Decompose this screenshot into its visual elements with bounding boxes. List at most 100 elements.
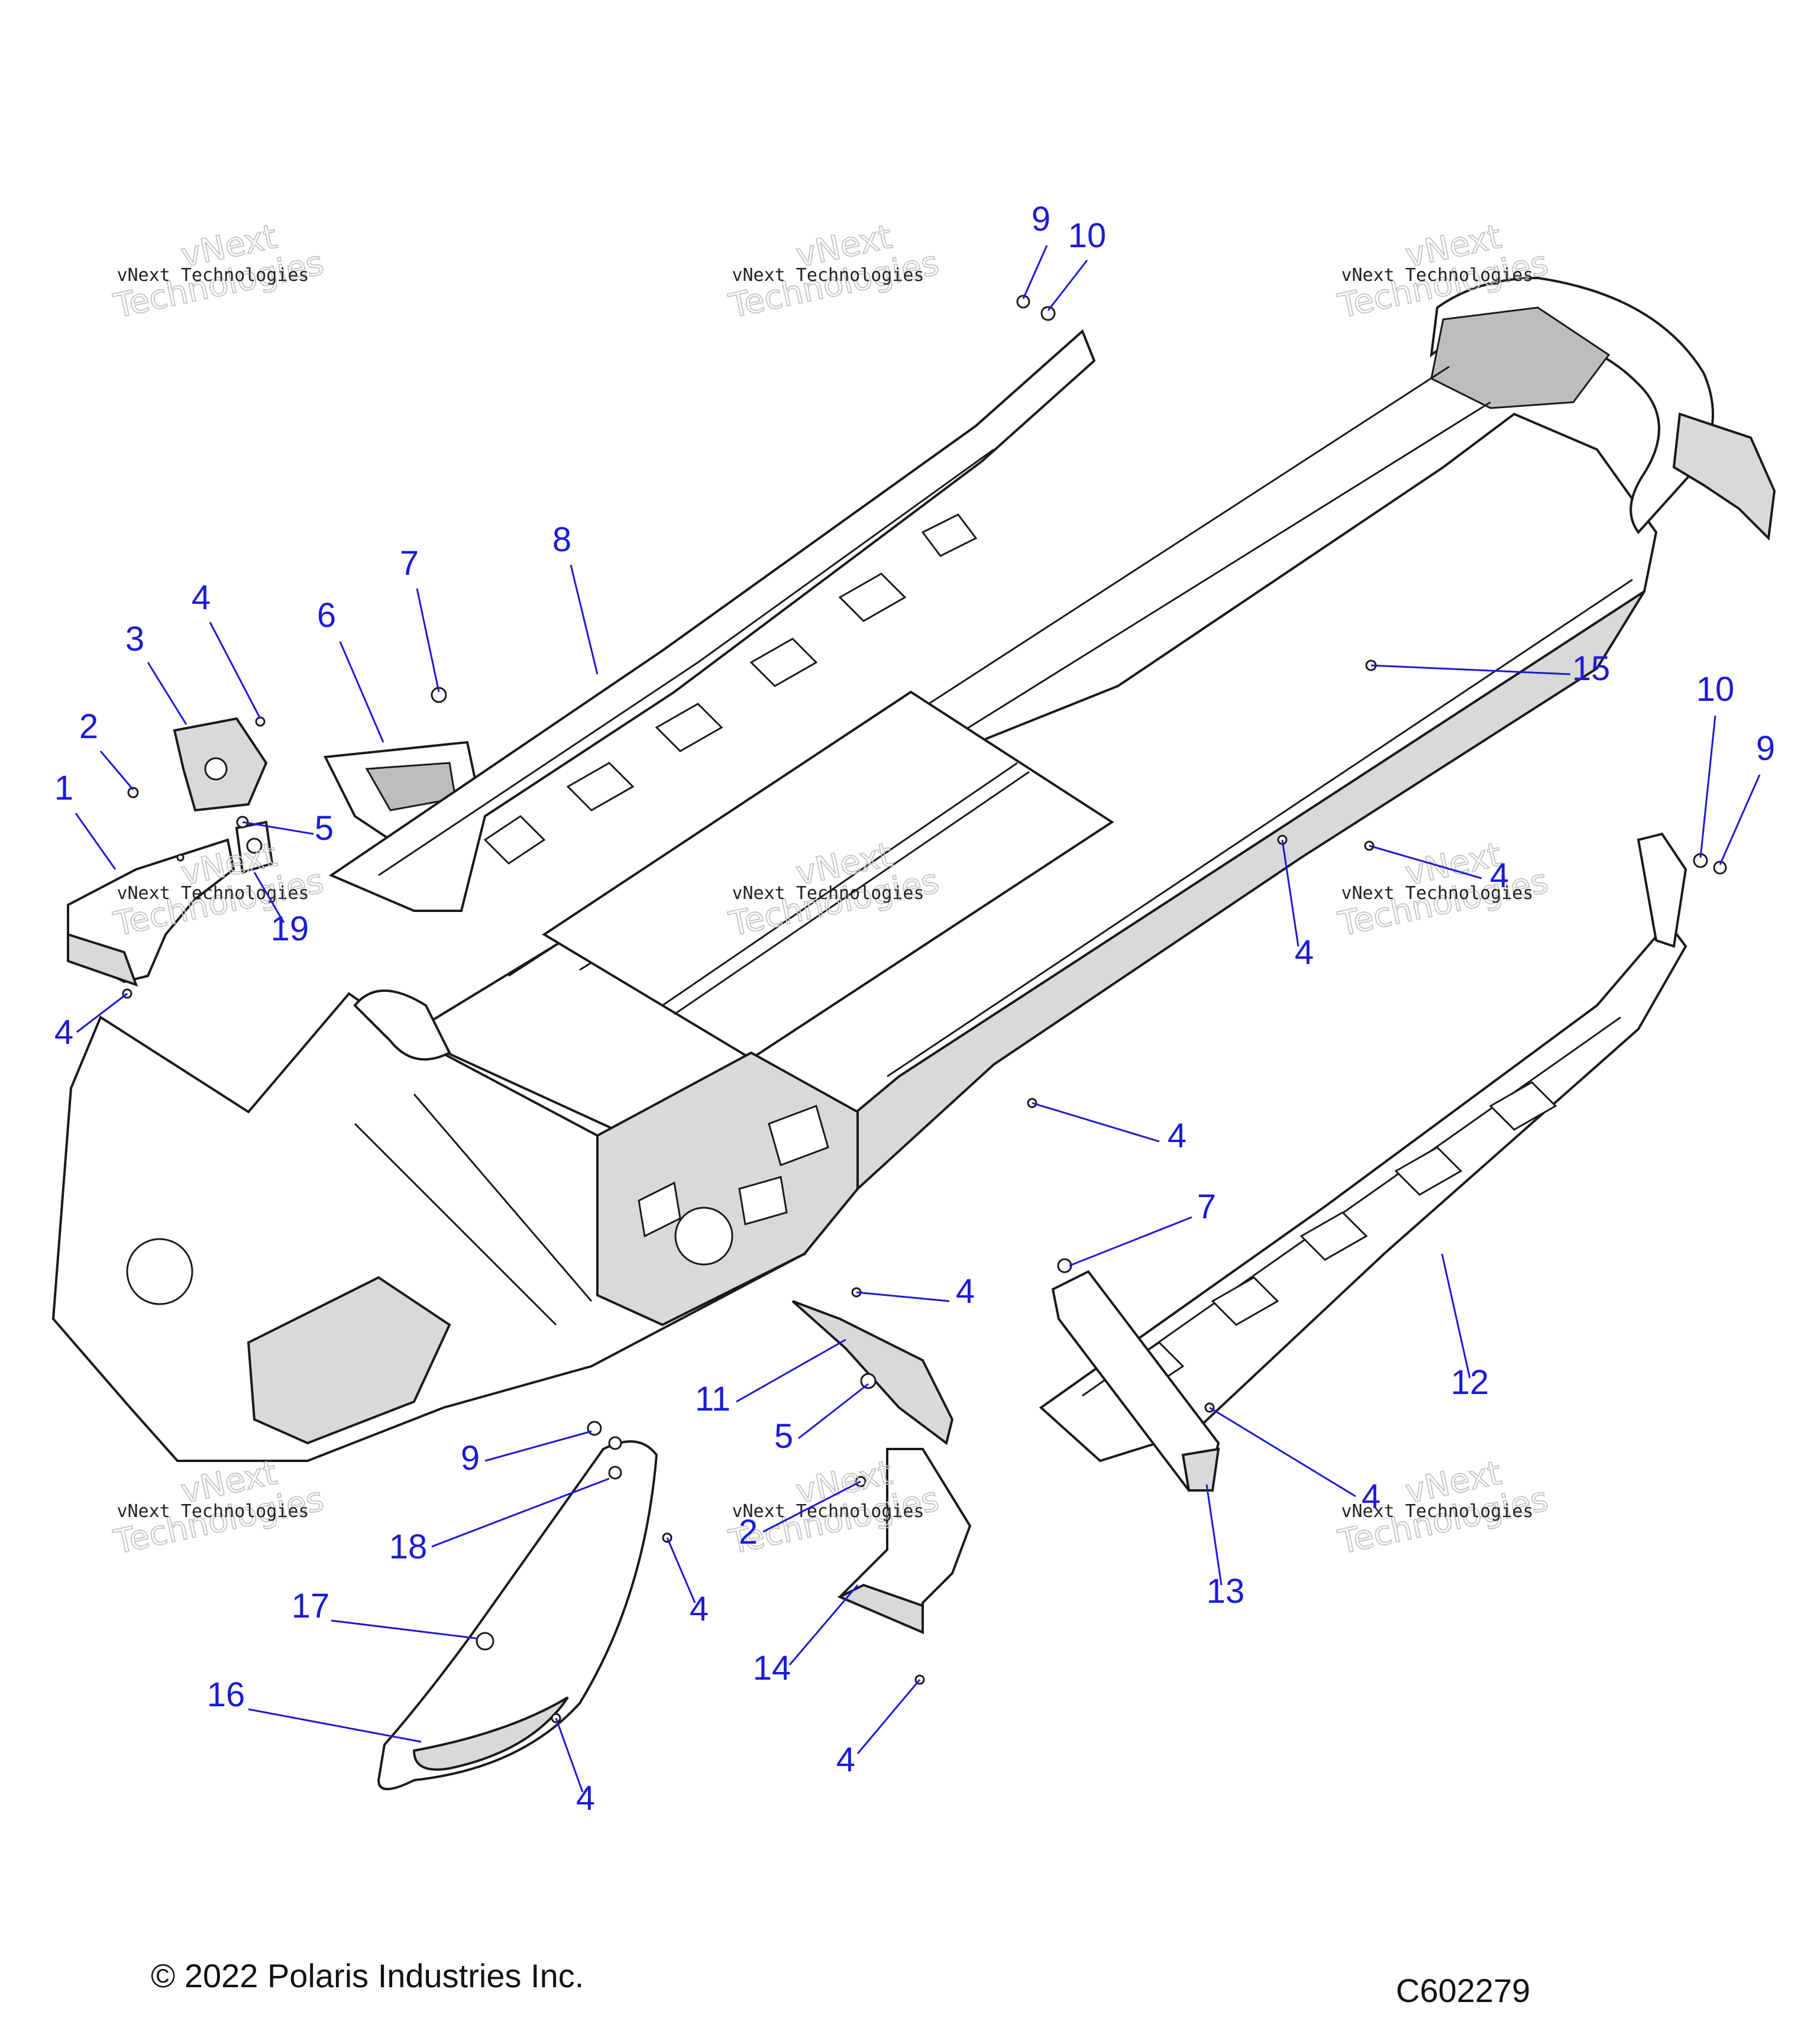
watermark-text: vNext Technologies bbox=[732, 265, 924, 286]
fastener-9b bbox=[1713, 861, 1727, 875]
callout-c9a: 9 bbox=[1032, 200, 1050, 238]
side-plate-cutout-1 bbox=[768, 1105, 829, 1166]
heat-exchanger-cover bbox=[542, 690, 1114, 1060]
leader-line-c1 bbox=[75, 813, 117, 870]
callout-c6: 6 bbox=[317, 596, 336, 635]
part-11-footrest-bracket bbox=[791, 1300, 954, 1445]
callout-c4h: 4 bbox=[690, 1590, 709, 1628]
callout-c9c: 9 bbox=[461, 1439, 480, 1477]
leader-line-c4g bbox=[1209, 1406, 1356, 1498]
callout-c4b: 4 bbox=[54, 1013, 73, 1052]
spindle-mount bbox=[126, 1238, 193, 1305]
watermark-text: vNext Technologies bbox=[117, 883, 309, 904]
tunnel-assembly bbox=[405, 276, 1776, 1256]
snow-flap bbox=[1672, 412, 1776, 541]
leader-line-c5b bbox=[798, 1383, 869, 1440]
callout-c4g: 4 bbox=[1362, 1477, 1380, 1516]
leader-line-c14 bbox=[788, 1584, 859, 1665]
leader-line-c7a bbox=[416, 588, 440, 693]
leader-line-c2 bbox=[99, 751, 134, 790]
callout-c4f: 4 bbox=[956, 1272, 975, 1311]
callout-c7a: 7 bbox=[400, 544, 419, 583]
bulkhead-lower-shade bbox=[247, 1276, 451, 1445]
part-18-mount bbox=[608, 1466, 622, 1480]
callout-c10b: 10 bbox=[1696, 670, 1735, 709]
leader-line-c19 bbox=[253, 872, 285, 923]
deck-rail-3 bbox=[887, 578, 1633, 1078]
callout-c1: 1 bbox=[54, 769, 73, 807]
side-plate-cutout-3 bbox=[738, 1176, 788, 1225]
callout-c3: 3 bbox=[125, 620, 144, 658]
leader-line-c15 bbox=[1370, 664, 1571, 675]
watermark-text: vNext Technologies bbox=[732, 883, 924, 904]
side-plate-cutout-2 bbox=[638, 1181, 681, 1238]
part-16-side-panel bbox=[377, 1440, 658, 1790]
part-14-footrest-guard-right bbox=[837, 1448, 972, 1635]
callout-c4e: 4 bbox=[1168, 1117, 1186, 1155]
fastener-2a bbox=[127, 787, 139, 798]
watermark-text: vNext Technologies bbox=[732, 1501, 924, 1522]
part-19-plate bbox=[235, 820, 274, 874]
callout-c16: 16 bbox=[207, 1676, 245, 1714]
watermark-text: vNext Technologies bbox=[117, 265, 309, 286]
callout-c19: 19 bbox=[271, 910, 309, 948]
callout-c5a: 5 bbox=[315, 809, 334, 848]
leader-line-c4d bbox=[1281, 839, 1299, 947]
leader-line-c10b bbox=[1699, 715, 1716, 858]
callout-c2: 2 bbox=[79, 707, 98, 746]
watermark-text: vNext Technologies bbox=[1341, 1501, 1533, 1522]
leader-line-c9c bbox=[484, 1430, 592, 1462]
part-1-footrest-guard-left bbox=[67, 838, 235, 987]
leader-line-c4b bbox=[76, 992, 128, 1033]
fastener-10a bbox=[1040, 306, 1056, 321]
callout-c18: 18 bbox=[389, 1528, 428, 1566]
watermark-text: vNext Technologies bbox=[117, 1501, 309, 1522]
leader-line-c16 bbox=[248, 1708, 422, 1743]
callout-c5b: 5 bbox=[774, 1417, 793, 1456]
leader-line-c4f bbox=[856, 1291, 950, 1302]
side-plate-hole-large bbox=[674, 1207, 733, 1266]
part-8-running-board-left bbox=[328, 329, 1096, 912]
bulkhead-assembly bbox=[51, 989, 859, 1462]
leader-line-c9a bbox=[1022, 245, 1048, 299]
callout-c4c: 4 bbox=[1490, 856, 1509, 895]
leader-line-c4c bbox=[1369, 845, 1482, 879]
watermark-text: vNext Technologies bbox=[1341, 265, 1533, 286]
leader-line-c9b bbox=[1719, 774, 1761, 865]
callout-c2b: 2 bbox=[739, 1513, 758, 1551]
callout-c14: 14 bbox=[753, 1649, 791, 1687]
leader-line-c4j bbox=[856, 1679, 921, 1754]
part-12-running-board-right bbox=[1039, 832, 1687, 1463]
cooling-tube bbox=[662, 762, 1018, 1007]
leader-line-c11 bbox=[736, 1338, 846, 1403]
callout-c8: 8 bbox=[552, 520, 571, 559]
leader-line-c4i bbox=[555, 1718, 584, 1793]
steering-post bbox=[353, 989, 451, 1061]
fastener-18 bbox=[608, 1436, 622, 1450]
callout-c4d: 4 bbox=[1295, 933, 1314, 972]
leader-line-c7b bbox=[1069, 1216, 1192, 1267]
fastener-9c bbox=[587, 1421, 602, 1436]
leader-line-c3 bbox=[147, 662, 187, 725]
callout-c9b: 9 bbox=[1756, 729, 1775, 768]
cooling-tube-2 bbox=[674, 771, 1030, 1015]
leader-line-c13 bbox=[1205, 1484, 1223, 1586]
leader-line-c2b bbox=[762, 1480, 861, 1533]
leader-line-c10a bbox=[1047, 260, 1088, 311]
callout-c15: 15 bbox=[1572, 649, 1611, 688]
leader-line-c12 bbox=[1441, 1253, 1471, 1379]
callout-c7b: 7 bbox=[1197, 1188, 1216, 1226]
callout-c12: 12 bbox=[1451, 1363, 1489, 1402]
leader-line-c4e bbox=[1032, 1102, 1160, 1143]
figure-id: C602279 bbox=[1396, 1972, 1530, 2009]
leader-line-c4h bbox=[666, 1537, 696, 1603]
fastener-9a bbox=[1016, 295, 1030, 309]
part-3-bracket bbox=[173, 717, 268, 812]
fastener-5b bbox=[860, 1373, 877, 1389]
watermark-text: vNext Technologies bbox=[1341, 883, 1533, 904]
